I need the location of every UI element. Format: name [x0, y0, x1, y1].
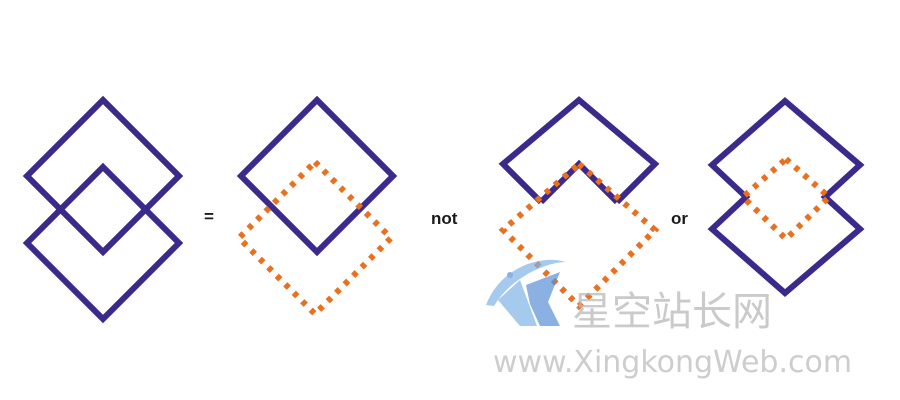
diamond-center-dotted	[738, 154, 834, 244]
chevron-outer-solid	[498, 96, 660, 205]
figure-outline-plus-dotted-center	[707, 97, 865, 297]
not-label: not	[431, 209, 458, 228]
diamond-top-solid	[22, 95, 184, 257]
merged-outline-solid	[707, 97, 865, 297]
diamond-bottom-dotted	[498, 160, 660, 311]
figure-solid-plus-dotted	[234, 95, 398, 319]
diamond-top-solid	[236, 95, 398, 257]
watermark-site-name: 星空站长网	[572, 289, 772, 335]
watermark: 星空站长网 www.XingkongWeb.com	[486, 259, 852, 380]
chevron-inner-solid	[538, 159, 620, 205]
diamond-bottom-solid	[22, 162, 184, 324]
watermark-site-url: www.XingkongWeb.com	[493, 345, 852, 380]
xingkong-logo-icon	[486, 259, 566, 326]
figure-chevron-plus-dotted	[498, 96, 660, 311]
or-label: or	[671, 209, 688, 228]
figure-overlapping-diamonds	[22, 95, 184, 324]
diamond-bottom-dotted	[234, 157, 396, 319]
equals-sign: =	[204, 207, 214, 226]
